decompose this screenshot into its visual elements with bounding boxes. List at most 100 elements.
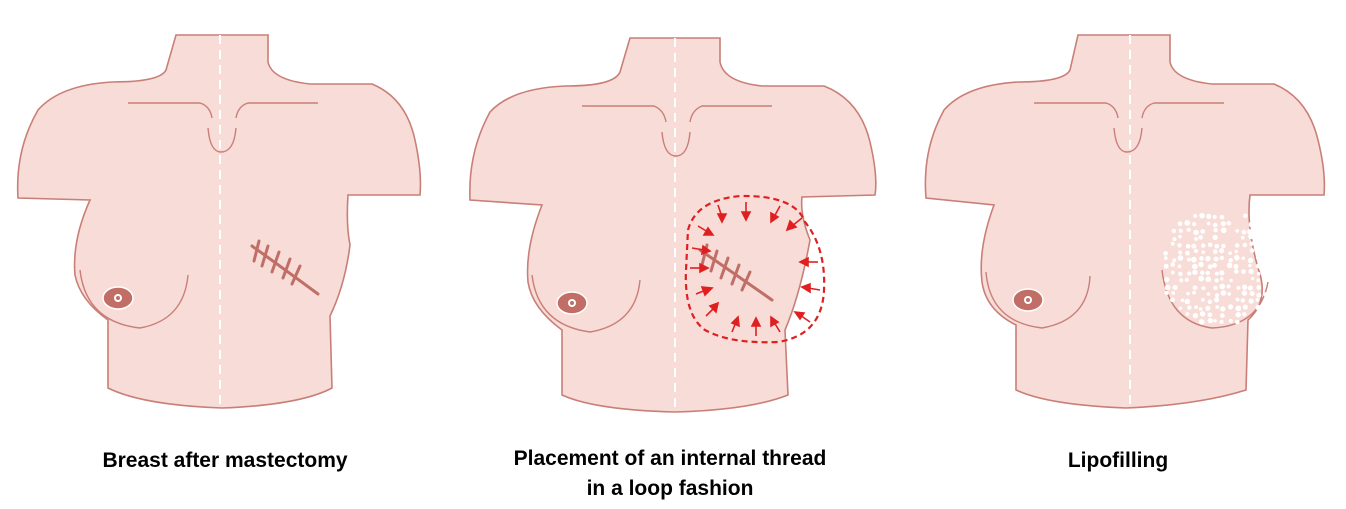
- fat-dot: [1207, 312, 1213, 318]
- breast-right: [79, 269, 189, 329]
- arrow-icon: [770, 205, 781, 224]
- fat-dot: [1170, 241, 1175, 246]
- arrow-icon: [740, 202, 752, 222]
- fat-dot: [1200, 229, 1206, 234]
- fat-dot: [1184, 250, 1190, 256]
- collarbone-right: [235, 102, 318, 119]
- fat-dot: [1248, 298, 1254, 304]
- fat-dot: [1257, 243, 1262, 248]
- fat-dot: [1171, 270, 1175, 275]
- fat-dot: [1200, 270, 1205, 276]
- arrow-icon: [691, 244, 712, 256]
- fat-dot: [1234, 243, 1240, 248]
- thread-loop: [684, 194, 826, 344]
- fat-dot: [1178, 234, 1182, 239]
- fat-dot: [1219, 270, 1225, 276]
- caption-lipofilling: Lipofilling: [1067, 449, 1169, 472]
- fat-dot: [1261, 249, 1267, 256]
- fat-dot: [1263, 292, 1269, 298]
- fat-dot: [1172, 258, 1177, 263]
- fat-dot: [1213, 227, 1218, 233]
- fat-dot: [1172, 284, 1178, 291]
- fat-dot: [1213, 297, 1220, 303]
- collarbone-left: [582, 105, 667, 123]
- thread-arrows: [690, 202, 821, 336]
- fat-dot: [1179, 278, 1184, 283]
- fat-dot: [1194, 305, 1198, 310]
- torso-illustration-2: [469, 37, 877, 413]
- fat-dot: [1163, 256, 1168, 260]
- fat-dot: [1215, 305, 1220, 309]
- fat-dot: [1191, 256, 1197, 263]
- fat-dot: [1248, 221, 1255, 228]
- fat-dot: [1220, 227, 1227, 234]
- arrow-icon: [770, 315, 781, 333]
- fat-dot: [1163, 263, 1169, 269]
- fat-dot: [1271, 283, 1276, 289]
- fat-dot: [1240, 298, 1246, 303]
- fat-dot: [1212, 215, 1217, 219]
- fat-dot: [1198, 275, 1205, 282]
- fat-dot: [1220, 313, 1225, 318]
- sternal-notch: [661, 131, 691, 157]
- fat-dot: [1192, 269, 1198, 275]
- collarbone-left: [128, 102, 213, 119]
- fat-dot: [1178, 271, 1183, 277]
- fat-dot: [1212, 249, 1218, 255]
- fat-dot: [1255, 255, 1261, 260]
- breast-right: [985, 271, 1091, 329]
- fat-dot: [1198, 307, 1203, 311]
- fat-dot: [1255, 263, 1261, 269]
- fat-dot: [1228, 318, 1233, 323]
- fat-dot: [1178, 228, 1183, 233]
- fat-dot: [1207, 299, 1213, 305]
- arrow-icon: [793, 311, 811, 323]
- fat-dot: [1240, 235, 1245, 240]
- fat-dot: [1235, 312, 1241, 318]
- fat-dot: [1235, 297, 1240, 302]
- fat-dot: [1213, 319, 1217, 323]
- fat-dot: [1219, 319, 1224, 324]
- fat-dot: [1247, 229, 1253, 235]
- fat-dot: [1263, 235, 1268, 240]
- fat-dot: [1193, 213, 1198, 218]
- breast-left-reconstructed: [1161, 269, 1269, 329]
- fat-dot: [1198, 319, 1205, 325]
- fat-dot: [1177, 221, 1183, 227]
- fat-dot: [1194, 237, 1198, 241]
- fat-dot: [1219, 283, 1226, 290]
- fat-dot: [1193, 248, 1199, 254]
- fat-dot: [1201, 286, 1206, 291]
- fat-dot: [1241, 284, 1248, 290]
- fat-dot: [1178, 250, 1183, 255]
- arrow-icon: [695, 286, 714, 297]
- fat-dot: [1177, 264, 1182, 269]
- fat-dot: [1171, 291, 1176, 295]
- fat-dot: [1228, 258, 1234, 263]
- fat-dot: [1236, 285, 1241, 290]
- sternal-notch: [1113, 127, 1143, 153]
- panel-mastectomy: Breast after mastectomy: [0, 0, 450, 509]
- fat-dot: [1192, 222, 1197, 227]
- fat-dot: [1255, 234, 1262, 241]
- fat-dot: [1219, 255, 1224, 261]
- fat-dot: [1201, 298, 1205, 302]
- fat-dot: [1199, 311, 1206, 317]
- fat-dot: [1214, 243, 1220, 249]
- panel-internal-thread: Placement of an internal thread in a loo…: [450, 0, 898, 509]
- fat-dot: [1205, 255, 1211, 262]
- breast-right: [531, 274, 641, 333]
- fat-dot: [1192, 285, 1198, 291]
- fat-dot: [1214, 293, 1220, 298]
- fat-dot: [1185, 243, 1191, 249]
- fat-dot: [1256, 292, 1262, 298]
- fat-dot: [1177, 255, 1184, 261]
- fat-dot: [1233, 263, 1239, 270]
- scar-icon: [250, 239, 320, 296]
- fat-dot: [1164, 290, 1169, 296]
- arrow-icon: [800, 282, 821, 294]
- fat-dot: [1235, 229, 1240, 233]
- fat-dot: [1214, 278, 1219, 283]
- fat-dot: [1187, 271, 1192, 276]
- fat-dot: [1186, 227, 1191, 232]
